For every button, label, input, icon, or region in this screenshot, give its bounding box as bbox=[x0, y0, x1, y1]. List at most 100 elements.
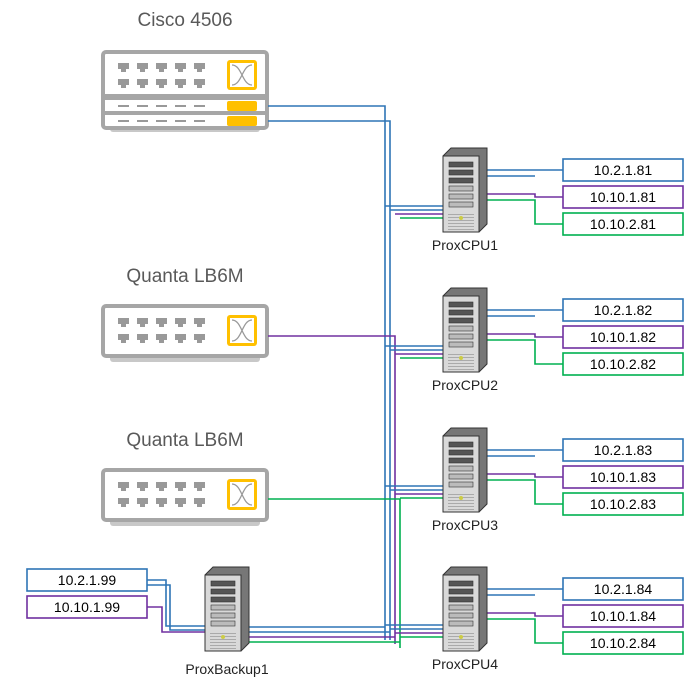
vent bbox=[448, 366, 474, 367]
port bbox=[121, 504, 126, 507]
drive-bay bbox=[448, 612, 474, 619]
ip-address-label: 10.2.1.99 bbox=[58, 572, 117, 588]
port bbox=[178, 324, 183, 327]
port bbox=[197, 85, 202, 88]
vent bbox=[448, 220, 474, 221]
drive-bay bbox=[448, 161, 474, 168]
port bbox=[118, 79, 129, 85]
port bbox=[156, 318, 167, 324]
link-line bbox=[487, 473, 563, 478]
vent bbox=[448, 369, 474, 370]
port bbox=[194, 120, 205, 122]
port bbox=[137, 63, 148, 69]
divider bbox=[103, 111, 267, 115]
drive-bay bbox=[210, 604, 236, 611]
port bbox=[194, 498, 205, 504]
port bbox=[121, 85, 126, 88]
port bbox=[159, 324, 164, 327]
port bbox=[137, 318, 148, 324]
port bbox=[137, 482, 148, 488]
vent bbox=[448, 214, 474, 215]
vent bbox=[448, 494, 474, 495]
vent bbox=[210, 639, 236, 640]
port bbox=[118, 120, 129, 122]
ip-address-box bbox=[26, 568, 148, 592]
port bbox=[178, 488, 183, 491]
port bbox=[140, 85, 145, 88]
drive-bay bbox=[448, 620, 474, 627]
ip-address-label: 10.2.1.84 bbox=[594, 581, 653, 597]
server-name: ProxCPU4 bbox=[432, 656, 498, 672]
port bbox=[197, 324, 202, 327]
ip-address-label: 10.10.1.83 bbox=[590, 469, 656, 485]
drive-bay bbox=[210, 612, 236, 619]
link-line bbox=[487, 333, 563, 338]
port bbox=[175, 79, 186, 85]
port bbox=[118, 498, 129, 504]
cross-arrows bbox=[231, 483, 253, 506]
vent bbox=[448, 360, 474, 361]
ip-address-label: 10.10.2.81 bbox=[590, 216, 656, 232]
ip-address-box bbox=[562, 158, 684, 182]
port bbox=[194, 334, 205, 340]
port bbox=[140, 340, 145, 343]
port bbox=[121, 69, 126, 72]
link-line bbox=[147, 579, 205, 627]
server-proxbackup1 bbox=[204, 566, 250, 652]
port bbox=[178, 504, 183, 507]
port bbox=[118, 334, 129, 340]
port bbox=[156, 63, 167, 69]
switch-title: Quanta LB6M bbox=[126, 430, 243, 451]
drive-bay bbox=[448, 457, 474, 464]
port bbox=[137, 334, 148, 340]
switch-quanta-lb6m-2 bbox=[101, 468, 269, 526]
vent bbox=[448, 648, 474, 649]
port bbox=[194, 79, 205, 85]
port bbox=[159, 340, 164, 343]
drive-bay bbox=[210, 588, 236, 595]
server-proxcpu1 bbox=[442, 147, 488, 233]
port bbox=[194, 482, 205, 488]
port bbox=[140, 324, 145, 327]
port bbox=[118, 318, 129, 324]
uplink-quanta-2 bbox=[268, 498, 401, 648]
link-line bbox=[487, 479, 563, 505]
ip-address-label: 10.10.2.84 bbox=[590, 635, 656, 651]
drive-bay bbox=[448, 588, 474, 595]
ip-address-box bbox=[562, 465, 684, 489]
drive-bay bbox=[210, 580, 236, 587]
port bbox=[118, 105, 129, 107]
ip-address-label: 10.10.2.83 bbox=[590, 496, 656, 512]
uplink-cisco-2 bbox=[268, 120, 391, 640]
port bbox=[156, 334, 167, 340]
drive-bay bbox=[448, 449, 474, 456]
ip-address-box bbox=[562, 438, 684, 462]
drive-bay bbox=[448, 481, 474, 488]
ip-address-label: 10.10.2.82 bbox=[590, 356, 656, 372]
port bbox=[159, 69, 164, 72]
port bbox=[118, 63, 129, 69]
drive-bay bbox=[448, 441, 474, 448]
drive-bay bbox=[448, 309, 474, 316]
ip-address-label: 10.10.1.82 bbox=[590, 329, 656, 345]
switch-title: Cisco 4506 bbox=[137, 10, 232, 31]
ip-address-label: 10.2.1.81 bbox=[594, 162, 653, 178]
ip-address-box bbox=[562, 212, 684, 236]
port bbox=[175, 120, 186, 122]
drive-bay bbox=[448, 604, 474, 611]
drive-bay bbox=[210, 620, 236, 627]
port bbox=[175, 318, 186, 324]
ip-address-box bbox=[562, 298, 684, 322]
port bbox=[156, 79, 167, 85]
port bbox=[140, 488, 145, 491]
drive-bay bbox=[448, 317, 474, 324]
cross-arrows bbox=[231, 319, 253, 342]
ip-address-box bbox=[562, 631, 684, 655]
drive-bay bbox=[448, 580, 474, 587]
port bbox=[137, 120, 148, 122]
drive-bay bbox=[448, 473, 474, 480]
vent bbox=[448, 223, 474, 224]
port bbox=[159, 85, 164, 88]
ip-address-box bbox=[562, 325, 684, 349]
module-fabric-icon bbox=[227, 101, 257, 111]
